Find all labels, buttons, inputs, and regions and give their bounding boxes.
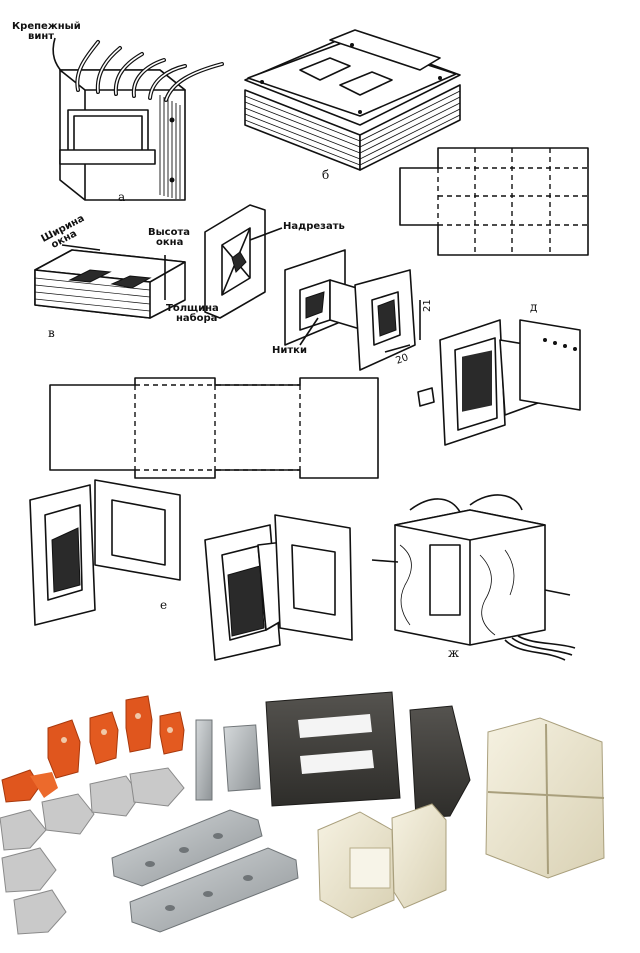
figure-letter-zh: ж <box>448 646 460 660</box>
figure-letter-a: а <box>118 190 126 204</box>
label-mounting-screw: Крепежный винт <box>12 21 81 42</box>
line-drawings <box>29 29 589 661</box>
figure-letter-d: д <box>530 300 538 314</box>
dimension-21: 21 <box>422 299 433 312</box>
figure-bobbin-dimensions <box>284 249 421 371</box>
figure-a-transformer <box>52 37 224 201</box>
parts-photo-drawing <box>0 691 605 935</box>
orange-terminal-blocks <box>1 695 185 803</box>
parts-photo <box>0 680 640 953</box>
figure-b-core-stack <box>244 29 461 171</box>
figure-d-bobbin-cheek <box>417 319 581 446</box>
figure-paper-pattern <box>399 147 589 256</box>
label-window-height: Высота окна <box>148 227 191 248</box>
figure-letter-v: в <box>48 326 55 340</box>
figure-zh-transformer <box>371 494 576 661</box>
figure-e-bobbin-assembly <box>29 479 353 661</box>
figure-letter-b: б <box>322 168 330 182</box>
label-stack-thickness: Толщина набора <box>166 303 219 324</box>
grey-holders <box>0 767 185 935</box>
figure-cut-plate <box>204 204 283 319</box>
label-threads: Нитки <box>272 345 307 356</box>
steel-brackets <box>111 809 299 933</box>
plastic-bobbins <box>317 717 605 919</box>
e-core-laminations <box>265 691 471 819</box>
drawing-sheet: Крепежный винт Ширина окна Высота окна Т… <box>12 21 589 661</box>
steel-strips <box>195 719 261 801</box>
figure-v-e-core <box>34 244 186 319</box>
figure-letter-e: е <box>160 598 168 612</box>
figure-strip-pattern <box>49 377 379 479</box>
label-cut: Надрезать <box>283 221 345 232</box>
